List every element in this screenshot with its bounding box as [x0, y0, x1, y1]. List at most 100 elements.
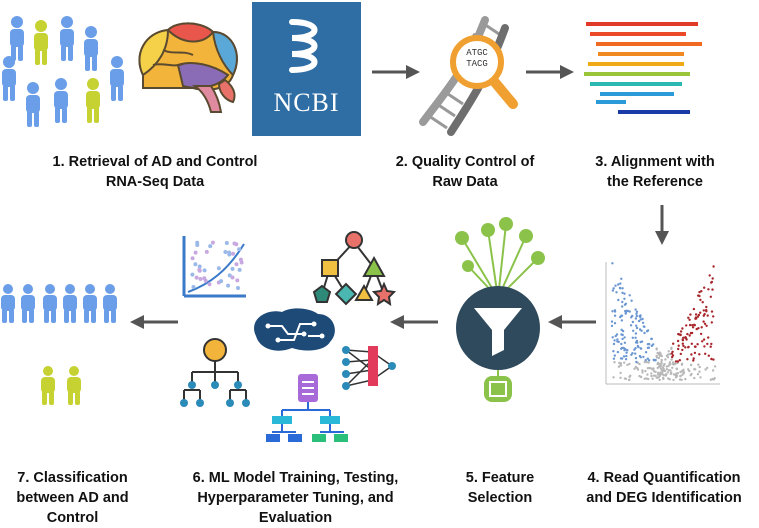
- volcano-point: [621, 287, 624, 290]
- volcano-point: [634, 308, 637, 311]
- volcano-point: [626, 363, 629, 367]
- volcano-point: [700, 290, 703, 293]
- volcano-point: [615, 291, 618, 294]
- scatter-point: [235, 278, 240, 283]
- volcano-point: [641, 371, 644, 374]
- volcano-point: [682, 336, 685, 339]
- volcano-point: [620, 314, 623, 317]
- volcano-point: [660, 358, 663, 362]
- volcano-point: [672, 378, 675, 382]
- volcano-point: [644, 359, 647, 362]
- volcano-point: [682, 372, 685, 375]
- volcano-point: [639, 375, 643, 379]
- helix-icon: [289, 19, 318, 73]
- volcano-point: [623, 361, 626, 364]
- scatter-point: [207, 282, 212, 287]
- volcano-point: [616, 350, 620, 354]
- scatter-point: [234, 262, 239, 267]
- volcano-point: [650, 344, 653, 347]
- volcano-point: [631, 352, 634, 355]
- volcano-point: [675, 372, 678, 375]
- volcano-point: [623, 292, 626, 295]
- volcano-point: [612, 376, 615, 379]
- volcano-point: [613, 354, 616, 357]
- volcano-point: [681, 348, 684, 352]
- volcano-point: [634, 317, 638, 320]
- volcano-point: [674, 362, 677, 365]
- volcano-point: [630, 299, 633, 302]
- volcano-point: [666, 371, 669, 374]
- volcano-point: [640, 340, 644, 343]
- volcano-point: [690, 342, 693, 345]
- volcano-point: [634, 352, 637, 355]
- volcano-point: [667, 364, 670, 368]
- volcano-point: [658, 374, 662, 377]
- volcano-point: [686, 332, 689, 336]
- volcano-point: [660, 354, 663, 358]
- volcano-point: [621, 337, 624, 341]
- volcano-point: [612, 342, 616, 346]
- volcano-point: [694, 368, 697, 371]
- volcano-point: [630, 316, 633, 319]
- volcano-point: [655, 376, 658, 379]
- volcano-point: [701, 301, 704, 304]
- volcano-point: [641, 317, 644, 321]
- arrow-right-icon: [372, 65, 420, 79]
- volcano-point: [611, 262, 614, 265]
- volcano-point: [661, 376, 665, 380]
- volcano-point: [621, 300, 624, 304]
- volcano-point: [692, 357, 695, 360]
- volcano-point: [623, 297, 626, 300]
- classified-people-icon: [1, 284, 117, 405]
- scatter-point: [208, 244, 213, 249]
- volcano-point: [620, 328, 623, 331]
- volcano-point: [689, 313, 692, 316]
- volcano-point: [644, 369, 647, 373]
- volcano-point: [687, 345, 690, 349]
- hierarchy-icon: [266, 374, 348, 442]
- volcano-point: [693, 351, 697, 355]
- scatter-point: [190, 256, 195, 261]
- volcano-point: [617, 365, 621, 368]
- volcano-point: [661, 369, 664, 373]
- scatter-point: [194, 275, 199, 280]
- volcano-point: [650, 372, 653, 375]
- volcano-point: [620, 342, 623, 346]
- volcano-point: [612, 350, 615, 353]
- scatter-point: [230, 275, 235, 280]
- volcano-point: [670, 346, 673, 349]
- volcano-point: [703, 345, 706, 348]
- volcano-point: [667, 377, 670, 380]
- volcano-point: [678, 359, 681, 362]
- volcano-point: [638, 328, 642, 331]
- scatter-point: [219, 279, 224, 284]
- volcano-point: [658, 372, 661, 375]
- volcano-point: [635, 326, 639, 330]
- scatter-plot-icon: [182, 236, 246, 298]
- scatter-point: [202, 268, 207, 273]
- volcano-point: [614, 284, 617, 287]
- volcano-point: [665, 365, 668, 368]
- volcano-point: [692, 359, 695, 362]
- ncbi-logo-text: NCBI: [273, 88, 340, 117]
- volcano-point: [637, 319, 641, 323]
- volcano-point: [613, 322, 617, 325]
- volcano-point: [639, 314, 642, 317]
- volcano-point: [622, 346, 625, 350]
- volcano-point: [679, 370, 682, 374]
- alignment-bars-icon: [584, 22, 702, 114]
- volcano-point: [698, 353, 701, 356]
- volcano-point: [707, 288, 710, 291]
- volcano-point: [610, 320, 614, 323]
- scatter-point: [237, 267, 242, 272]
- volcano-point: [646, 373, 649, 376]
- volcano-point: [649, 367, 652, 370]
- volcano-point: [680, 362, 684, 365]
- scatter-point: [193, 250, 198, 255]
- scatter-point: [230, 266, 235, 271]
- volcano-point: [634, 336, 637, 339]
- circuit-brain-icon: [254, 308, 335, 351]
- scatter-point: [190, 272, 195, 277]
- scatter-point: [191, 285, 196, 289]
- volcano-point: [613, 339, 616, 342]
